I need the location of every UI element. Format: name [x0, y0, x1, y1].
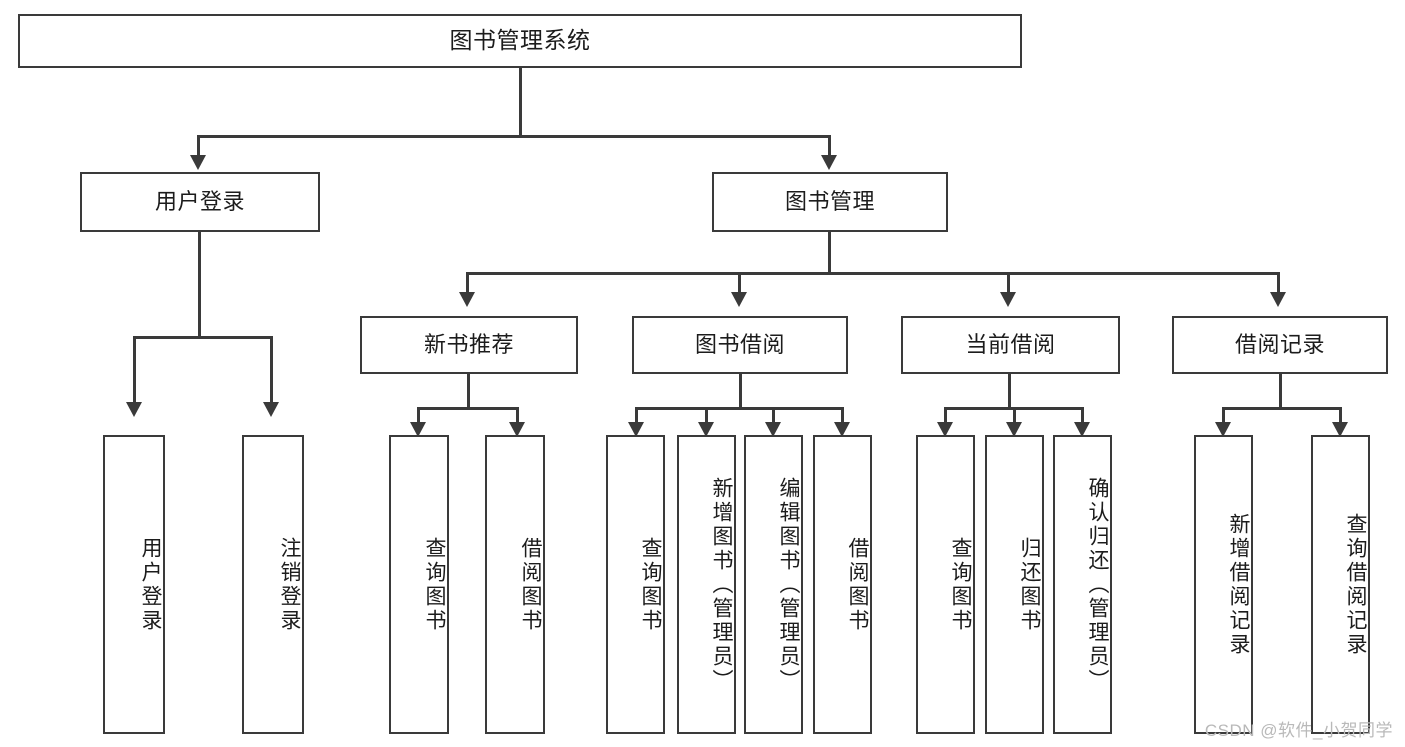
edge-bb-stem — [739, 374, 742, 410]
arrow-to-leaf-bb-edit-book — [765, 422, 781, 437]
leaf-label: 归还图书 — [1018, 536, 1041, 633]
edge-bm-drop-4 — [1277, 272, 1280, 294]
edge-root-drop-left — [197, 135, 200, 157]
leaf-label: 用户登录 — [139, 536, 162, 633]
leaf-label: 新增借阅记录 — [1227, 512, 1250, 657]
leaf-label: 新增图书（管理员） — [710, 476, 733, 693]
node-root: 图书管理系统 — [18, 14, 1022, 68]
edge-user-login-drop-1 — [133, 336, 136, 404]
arrow-to-leaf-cb-query-book — [937, 422, 953, 437]
edge-cb-drop-1 — [944, 407, 947, 429]
arrow-to-leaf-bb-borrow-book — [834, 422, 850, 437]
arrow-to-new-book-recommend — [459, 292, 475, 307]
arrow-to-leaf-cb-return-book — [1006, 422, 1022, 437]
edge-cb-stem — [1008, 374, 1011, 410]
edge-user-login-bar — [133, 336, 272, 339]
arrow-to-leaf-logout — [263, 402, 279, 417]
edge-nbr-drop-2 — [516, 407, 519, 429]
edge-br-drop-1 — [1222, 407, 1225, 429]
arrow-to-book-borrow — [731, 292, 747, 307]
edge-user-login-drop-2 — [270, 336, 273, 404]
node-book-manage: 图书管理 — [712, 172, 948, 232]
leaf-br-query-record: 查询借阅记录 — [1311, 435, 1370, 734]
node-current-borrow: 当前借阅 — [901, 316, 1120, 374]
edge-bb-bar — [635, 407, 844, 410]
edge-bb-drop-3 — [772, 407, 775, 429]
edge-bb-drop-2 — [705, 407, 708, 429]
leaf-label: 确认归还（管理员） — [1086, 476, 1109, 693]
leaf-cb-query-book: 查询图书 — [916, 435, 975, 734]
leaf-nbr-query-book: 查询图书 — [389, 435, 449, 734]
edge-br-drop-2 — [1339, 407, 1342, 429]
arrow-to-current-borrow — [1000, 292, 1016, 307]
edge-nbr-stem — [467, 374, 470, 410]
arrow-to-leaf-br-query-record — [1332, 422, 1348, 437]
node-new-book-recommend: 新书推荐 — [360, 316, 578, 374]
edge-bb-drop-1 — [635, 407, 638, 429]
edge-book-manage-bar — [466, 272, 1280, 275]
node-user-login: 用户登录 — [80, 172, 320, 232]
leaf-cb-return-book: 归还图书 — [985, 435, 1044, 734]
node-book-borrow: 图书借阅 — [632, 316, 848, 374]
edge-bm-drop-2 — [738, 272, 741, 294]
arrow-to-book-manage — [821, 155, 837, 170]
edge-br-stem — [1279, 374, 1282, 410]
arrow-to-leaf-br-add-record — [1215, 422, 1231, 437]
edge-cb-drop-2 — [1013, 407, 1016, 429]
arrow-to-user-login — [190, 155, 206, 170]
arrow-to-leaf-bb-query-book — [628, 422, 644, 437]
arrow-to-leaf-user-login — [126, 402, 142, 417]
leaf-label: 查询图书 — [423, 536, 446, 633]
edge-bm-drop-3 — [1007, 272, 1010, 294]
edge-nbr-bar — [417, 407, 519, 410]
leaf-nbr-borrow-book: 借阅图书 — [485, 435, 545, 734]
leaf-bb-query-book: 查询图书 — [606, 435, 665, 734]
leaf-bb-borrow-book: 借阅图书 — [813, 435, 872, 734]
leaf-user-login: 用户登录 — [103, 435, 165, 734]
arrow-to-leaf-cb-confirm-return — [1074, 422, 1090, 437]
node-borrow-record: 借阅记录 — [1172, 316, 1388, 374]
leaf-logout: 注销登录 — [242, 435, 304, 734]
leaf-bb-edit-book: 编辑图书（管理员） — [744, 435, 803, 734]
edge-user-login-stem — [198, 232, 201, 338]
leaf-label: 查询图书 — [949, 536, 972, 633]
edge-nbr-drop-1 — [417, 407, 420, 429]
leaf-label: 注销登录 — [278, 536, 301, 633]
leaf-label: 借阅图书 — [519, 536, 542, 633]
leaf-br-add-record: 新增借阅记录 — [1194, 435, 1253, 734]
leaf-label: 编辑图书（管理员） — [777, 476, 800, 693]
edge-br-bar — [1222, 407, 1342, 410]
leaf-label: 查询图书 — [639, 536, 662, 633]
arrow-to-leaf-bb-add-book — [698, 422, 714, 437]
arrow-to-leaf-nbr-query-book — [410, 422, 426, 437]
edge-root-stem — [519, 68, 522, 137]
leaf-label: 查询借阅记录 — [1344, 512, 1367, 657]
edge-book-manage-stem — [828, 232, 831, 274]
edge-root-drop-right — [828, 135, 831, 157]
leaf-bb-add-book: 新增图书（管理员） — [677, 435, 736, 734]
arrow-to-borrow-record — [1270, 292, 1286, 307]
edge-bm-drop-1 — [466, 272, 469, 294]
edge-bb-drop-4 — [841, 407, 844, 429]
leaf-cb-confirm-return: 确认归还（管理员） — [1053, 435, 1112, 734]
edge-cb-drop-3 — [1081, 407, 1084, 429]
leaf-label: 借阅图书 — [846, 536, 869, 633]
edge-root-bar — [197, 135, 831, 138]
arrow-to-leaf-nbr-borrow-book — [509, 422, 525, 437]
